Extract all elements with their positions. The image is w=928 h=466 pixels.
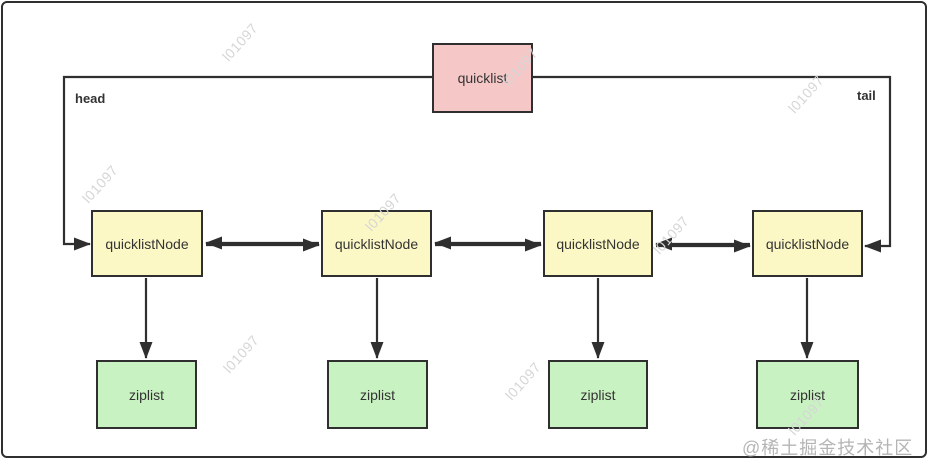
credit-watermark: @稀土掘金技术社区 (742, 438, 914, 458)
quicklist-node-4: quicklistNode (752, 210, 863, 277)
quicklist-node-label: quicklistNode (105, 235, 189, 252)
node-link-arrow-3-4 (655, 237, 751, 253)
ziplist-2: ziplist (327, 360, 428, 429)
ziplist-label: ziplist (128, 386, 164, 403)
quicklist-node-label: quicklistNode (765, 235, 850, 252)
tail-label: tail (857, 88, 876, 103)
ziplist-4: ziplist (756, 360, 859, 429)
ziplist-label: ziplist (359, 386, 395, 403)
ziplist-label: ziplist (789, 386, 825, 403)
node-link-arrow-1-2 (205, 236, 320, 252)
ziplist-1: ziplist (96, 360, 197, 429)
ziplist-3: ziplist (548, 360, 648, 429)
quicklist-box-label: quicklist (457, 70, 508, 86)
quicklist-node-1: quicklistNode (91, 210, 203, 277)
quicklist-node-label: quicklistNode (556, 235, 640, 252)
tail-arrow (533, 75, 892, 253)
node-link-arrow-2-3 (434, 236, 542, 252)
quicklist-node-label: quicklistNode (334, 235, 419, 252)
head-arrow (62, 75, 432, 251)
quicklist-box: quicklist (432, 43, 533, 113)
quicklist-node-2: quicklistNode (321, 210, 432, 277)
ziplist-label: ziplist (580, 386, 616, 403)
quicklist-node-3: quicklistNode (543, 210, 653, 277)
outer-frame (1, 1, 927, 458)
head-label: head (75, 91, 106, 106)
